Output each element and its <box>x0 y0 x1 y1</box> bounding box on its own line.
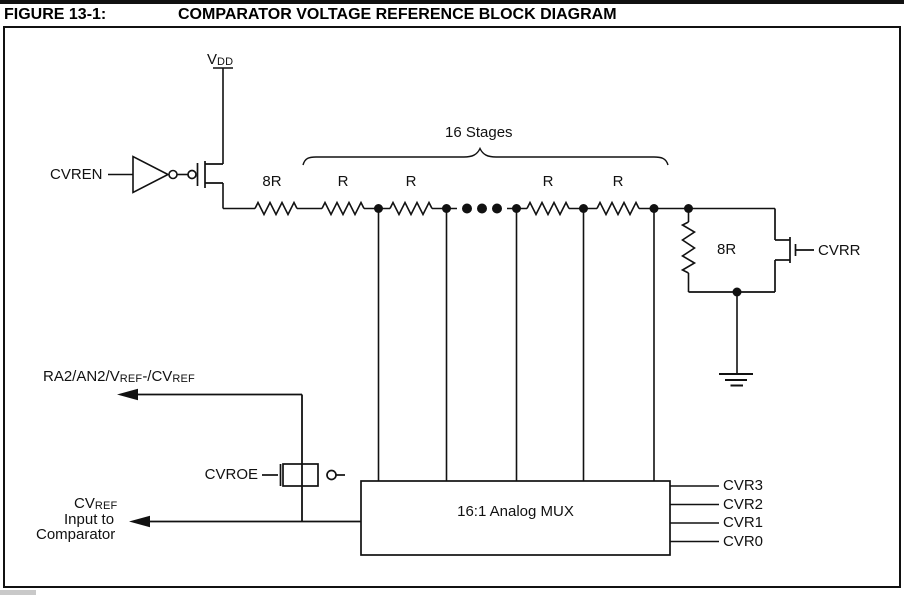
resistor-r1-label: R <box>337 173 349 190</box>
title-rule <box>0 0 904 4</box>
resistor-r2-icon <box>389 200 433 217</box>
cvref-input-to-label: Input to <box>64 511 115 528</box>
analog-mux-label: 16:1 Analog MUX <box>457 503 574 520</box>
pmos-enable-transistor-icon <box>187 161 223 188</box>
ra2-pin-label: RA2/AN2/VREF-/CVREF <box>43 368 195 385</box>
ra2-pin-arrow <box>117 388 303 522</box>
cvref-label: CVREF <box>74 495 118 512</box>
figure-title: COMPARATOR VOLTAGE REFERENCE BLOCK DIAGR… <box>178 6 617 23</box>
cvr0-label: CVR0 <box>723 533 764 550</box>
resistor-r3-icon <box>526 200 570 217</box>
page-edge-artifact <box>0 590 36 595</box>
arrow-left-icon <box>117 388 138 401</box>
cvrr-label: CVRR <box>818 242 861 259</box>
shunt-8r-resistor-icon <box>680 208 697 292</box>
resistor-r4-label: R <box>612 173 624 190</box>
stages-label: 16 Stages <box>445 124 513 141</box>
vdd-rail <box>213 67 233 209</box>
cvr2-label: CVR2 <box>723 496 764 513</box>
cvrr-nmos-transistor-icon <box>688 208 814 293</box>
junction-dots <box>374 204 742 297</box>
resistor-r3-label: R <box>542 173 554 190</box>
figure-number: FIGURE 13-1: <box>4 6 107 23</box>
resistor-r2-label: R <box>405 173 417 190</box>
cvr3-label: CVR3 <box>723 477 764 494</box>
ellipsis-dots <box>462 203 502 214</box>
resistor-r4-icon <box>596 200 640 217</box>
resistor-8r-top-icon <box>254 200 298 217</box>
cvr1-label: CVR1 <box>723 514 764 531</box>
diagram-border <box>3 26 901 588</box>
cvref-comparator-label: Comparator <box>36 526 116 543</box>
resistor-8r-top-label: 8R <box>262 173 282 190</box>
analog-mux-box <box>360 480 671 556</box>
ladder-taps <box>377 208 655 481</box>
vdd-label: VDD <box>207 51 234 68</box>
stages-brace-icon <box>302 146 669 166</box>
cvren-inverter-icon <box>108 155 188 194</box>
cvroe-label: CVROE <box>204 466 258 483</box>
ground-icon <box>719 292 753 387</box>
resistor-8r-shunt-label: 8R <box>717 241 737 258</box>
cvref-output-arrow <box>129 515 361 528</box>
cvroe-transmission-gate-icon <box>262 463 345 487</box>
cvr-select-lines <box>670 485 719 543</box>
cvren-label: CVREN <box>50 166 103 183</box>
resistor-r1-icon <box>321 200 365 217</box>
arrow-left-icon <box>129 515 150 528</box>
